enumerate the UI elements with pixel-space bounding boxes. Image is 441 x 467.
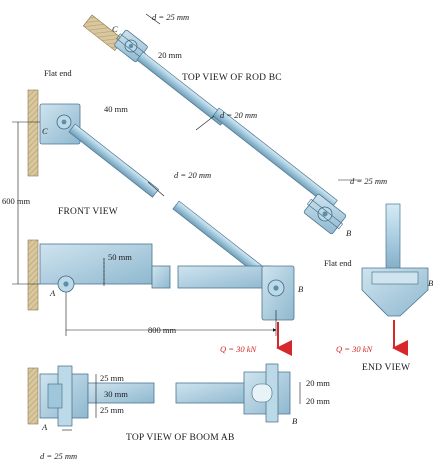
rod-bc-segment-upper [136,51,228,126]
dimension-lines [12,13,362,431]
load-label-end: Q = 30 kN [336,344,374,354]
caption-end-view: END VIEW [362,363,410,373]
dim-pin-d25: d = 25 mm [40,451,77,461]
point-c-front: C [42,126,48,136]
dim-boom-25-bot: 25 mm [100,405,124,415]
rod-bc-top-view [82,14,347,235]
point-c-rod: C [112,24,118,34]
point-b-end: B [428,278,433,288]
dim-rod-d20-front: d = 20 mm [174,170,211,180]
point-a-top: A [41,422,48,432]
text-labels: TOP VIEW OF ROD BC FRONT VIEW END VIEW T… [2,12,433,461]
dim-clevis-20-top: 20 mm [306,378,330,388]
dim-rod-20: 20 mm [158,50,182,60]
top-boom-right [175,382,249,404]
label-flat-end-c: Flat end [44,68,72,78]
rod-clevis-b [303,193,347,235]
dim-height-600: 600 mm [2,196,30,206]
dim-d-rod-end-b: d = 25 mm [350,176,387,186]
dim-boom-30: 30 mm [104,389,128,399]
dim-rod-d20-top: d = 20 mm [220,110,257,120]
boom-ab-right [177,265,271,289]
dim-boom-25-top: 25 mm [100,373,124,383]
top-wall [27,367,39,425]
dim-d-rod-end-c: d = 25 mm [152,12,189,22]
front-rod-lower [172,200,267,278]
dim-boom-50: 50 mm [108,252,132,262]
boom-ab-top-view [27,363,291,427]
label-flat-end-b: Flat end [324,258,352,268]
load-label-front: Q = 30 kN [220,344,258,354]
dim-bracket-40: 40 mm [104,104,128,114]
point-a-front: A [49,288,56,298]
front-rod-upper [68,123,160,198]
caption-top-view-rod-bc: TOP VIEW OF ROD BC [182,73,282,83]
dim-clevis-20-bot: 20 mm [306,396,330,406]
end-view [361,203,429,356]
point-b-rod: B [346,228,351,238]
boom-ab-left [39,243,153,285]
front-wall-upper [27,89,39,177]
caption-top-view-boom-ab: TOP VIEW OF BOOM AB [126,433,235,443]
front-view [27,89,295,356]
point-b-top: B [292,416,297,426]
top-boom-left [87,382,155,404]
caption-front-view: FRONT VIEW [58,207,118,217]
dim-span-800: 800 mm [148,325,176,335]
front-wall-lower [27,239,39,311]
point-b-front: B [298,284,303,294]
